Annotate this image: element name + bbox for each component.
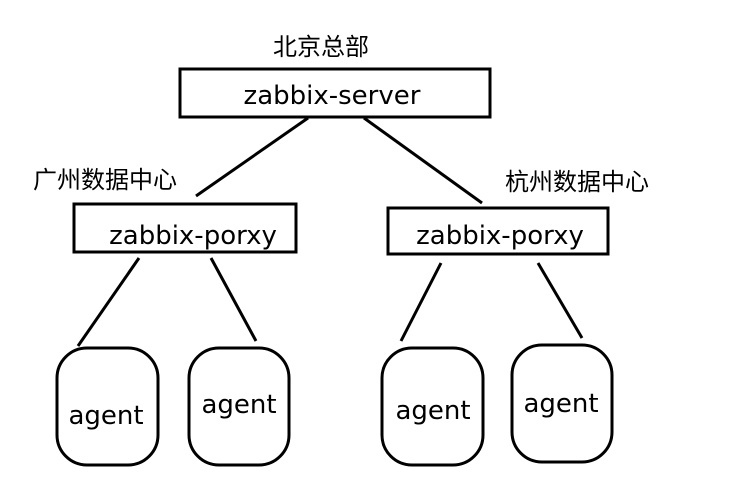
agent-box: [380, 346, 485, 467]
link-guangzhou-proxy-agent-1: [76, 257, 141, 347]
hangzhou-proxy-box: [386, 206, 610, 256]
zabbix-server-label: zabbix-server: [244, 81, 421, 111]
zabbix-server-node: zabbix-server: [178, 67, 492, 119]
agent-label: agent: [201, 390, 276, 420]
link-server-guangzhou-proxy: [195, 116, 309, 198]
guangzhou-label: 广州数据中心: [33, 166, 177, 194]
guangzhou-proxy-node: zabbix-porxy: [72, 202, 298, 254]
agent-box: [55, 346, 160, 467]
hangzhou-proxy-node: zabbix-porxy: [386, 206, 610, 256]
guangzhou-proxy-label: zabbix-porxy: [109, 221, 277, 251]
link-hangzhou-proxy-agent-1: [399, 262, 443, 342]
link-server-hangzhou-proxy: [363, 116, 483, 205]
agent-node: agent: [187, 346, 291, 467]
hangzhou-label: 杭州数据中心: [505, 168, 649, 196]
agent-node: agent: [55, 346, 160, 467]
agent-node: agent: [380, 346, 485, 467]
guangzhou-proxy-box: [72, 202, 298, 254]
agent-box: [510, 343, 614, 464]
link-guangzhou-proxy-agent-2: [209, 257, 258, 342]
link-hangzhou-proxy-agent-2: [536, 262, 584, 339]
agent-label: agent: [523, 389, 598, 419]
zabbix-server-box: [178, 67, 492, 119]
hangzhou-proxy-label: zabbix-porxy: [416, 221, 584, 251]
agent-box: [187, 346, 291, 467]
hq-label: 北京总部: [273, 33, 369, 61]
agent-label: agent: [395, 396, 470, 426]
agent-label: agent: [68, 401, 143, 431]
agent-node: agent: [510, 343, 614, 464]
